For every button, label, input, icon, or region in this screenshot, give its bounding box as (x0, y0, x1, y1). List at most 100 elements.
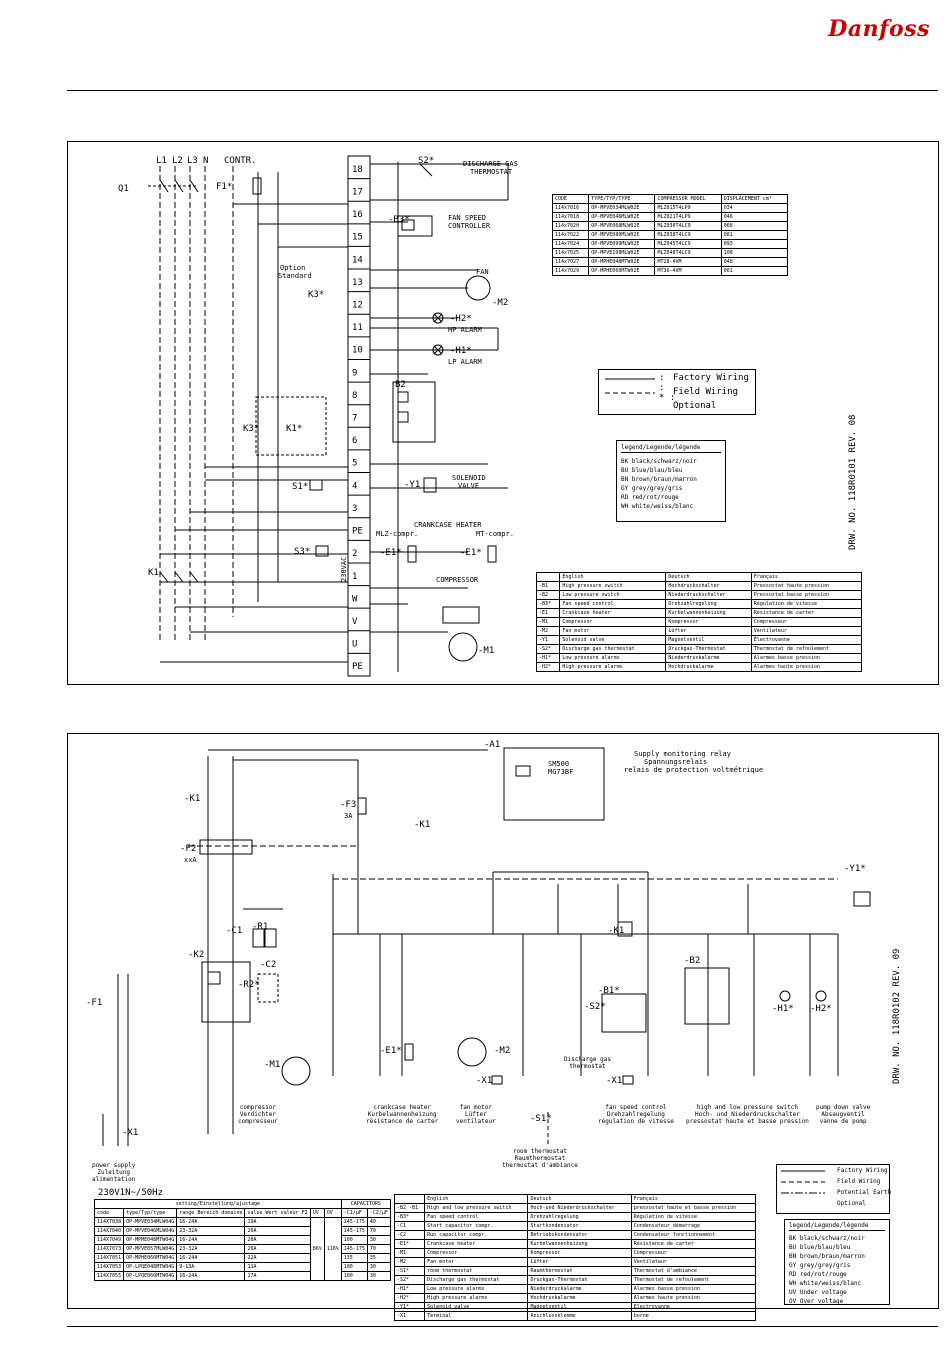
component-table-1-cell: Niederdruckschalter (665, 590, 752, 600)
label-230vac: 230VAC (340, 556, 348, 582)
color-legend-1-row: RD red/rot/rouge (621, 494, 679, 501)
color-legend-1-row: BN brown/braun/marron (621, 476, 697, 483)
setting-cell: 100 (340, 1235, 368, 1245)
setting-cell: 22A (244, 1253, 311, 1263)
component-table-2-cell: -E1* (393, 1239, 426, 1249)
component-table-2-cell: Hoch-und Niederdruckschalter (527, 1203, 632, 1213)
terminal-label: V (352, 617, 358, 627)
setting-header: value Wert valeur F2 (244, 1208, 311, 1218)
color-legend-2-row: RD red/rot/rouge (789, 1271, 847, 1278)
color-legend-2-row: BU blue/blau/bleu (789, 1244, 851, 1251)
caption-pumpdown-en: pump down valve (816, 1104, 871, 1111)
component-table-2-cell: -B2 -B1 (393, 1203, 426, 1213)
color-legend-1-row: BU blue/blau/bleu (621, 467, 683, 474)
legend2-earth: Potential Earth (837, 1189, 892, 1196)
setting-cell: 145-175 (340, 1244, 368, 1254)
component-table-2-cell: Kurbelwannenheizung (527, 1239, 632, 1249)
component-table-1-cell: Kurbelwannenheizung (665, 608, 752, 618)
terminal-label: 4 (352, 481, 357, 491)
label-r1: -R1 (252, 922, 269, 932)
terminal-label: U (352, 640, 357, 650)
relay-name: SM500 (548, 760, 570, 768)
label-y1: -Y1 (404, 480, 421, 490)
terminal-label: 8 (352, 391, 357, 401)
setting-cell: 35 (366, 1253, 391, 1263)
caption-hlp: high and low pressure switch Hoch- und N… (686, 1104, 809, 1125)
setting-cell: 114X7053 (93, 1262, 125, 1272)
setting-cell: OP-MPVE034MLW04G (123, 1217, 178, 1227)
relay-desc-1: Supply monitoring relay (634, 750, 731, 758)
component-table-2-cell: Drehzahlregelung (527, 1212, 632, 1222)
component-table-1-cell: Ventilateur (750, 626, 863, 636)
caption-power-fr: alimentation (92, 1176, 136, 1183)
color-legend-2-row: BK black/schwarz/noir (789, 1235, 865, 1242)
wiring-legend-2: Factory Wiring Field Wiring Potential Ea… (776, 1164, 892, 1214)
model-table-header: CODE (551, 194, 590, 204)
terminal-label: 13 (352, 278, 363, 288)
label-k1: -K1 (184, 794, 201, 804)
danfoss-logo: Danfoss (828, 16, 930, 42)
setting-cell: 114X7073 (93, 1244, 125, 1254)
caption-fan: fan motor Lüfter ventilateur (456, 1104, 496, 1125)
caption-discharge: Discharge gas thermostat (564, 1056, 611, 1070)
model-table-cell: 068 (720, 221, 789, 231)
terminal-label: 10 (352, 346, 363, 356)
component-table-2-cell: -S2* (393, 1275, 426, 1285)
component-table-2-cell: Fan speed control (424, 1212, 529, 1222)
setting-cell: 114X7049 (93, 1235, 125, 1245)
setting-cell: OP-MPHE060MTW04G (123, 1253, 178, 1263)
label-r2: -R2* (238, 980, 260, 990)
color-legend-2: legend/Legende/légende BK black/schwarz/… (784, 1219, 890, 1305)
component-table-1-cell: Électrovanne (750, 635, 863, 645)
supply-label-contr: CONTR. (224, 156, 257, 166)
caption-power-en: power supply (92, 1162, 136, 1169)
caption-crankcase: crankcase heater Kurbelwannenheizung rés… (366, 1104, 438, 1125)
component-table-2-cell: Condensateur fonctionnement (630, 1230, 757, 1240)
component-table-2-header: English (424, 1194, 529, 1204)
model-table-cell: OP-MPVE108MLW02E (588, 248, 656, 258)
label-h1: -H1* (450, 346, 472, 356)
setting-cell: 145-175 (340, 1226, 368, 1236)
caption-fanspeed: fan speed control Drehzahlregelung régul… (598, 1104, 674, 1125)
color-legend-1: legend/Legende/légende BK black/schwarz/… (616, 440, 726, 522)
caption-power-de: Zuleitung (97, 1169, 130, 1176)
setting-cell: 114X7038 (93, 1217, 125, 1227)
component-table-2-cell: Fan motor (424, 1257, 529, 1267)
terminal-label: 7 (352, 414, 357, 424)
legend-optional: Optional (673, 401, 717, 411)
terminal-label: PE (352, 662, 363, 672)
setting-cell: 30 (366, 1235, 391, 1245)
label-xxa: xxA (184, 856, 197, 864)
setting-cell: OP-MPME048MTW04G (123, 1235, 178, 1245)
setting-cell: 16-24A (176, 1235, 246, 1245)
annot-discharge: DISCHARGE GAS (463, 160, 518, 168)
component-table-2-cell: Compressor (424, 1248, 529, 1258)
component-table-1-header: Deutsch (665, 572, 752, 582)
component-table-1-cell: Solenoid valve (559, 635, 667, 645)
label-h1: -H1* (772, 1004, 794, 1014)
annot-solenoid: SOLENOID (452, 474, 486, 482)
component-table-2-header (393, 1194, 426, 1204)
label-x1c: -X1 (122, 1128, 139, 1138)
annot-hp-alarm: HP ALARM (448, 326, 482, 334)
component-table-1-cell: Kompressor (665, 617, 752, 627)
label-m2: -M2 (494, 1046, 511, 1056)
component-table-2-cell: Startkondensator (527, 1221, 632, 1231)
component-table-2-cell: -H2* (393, 1293, 426, 1303)
wiring-legend-1: Factory Wiring Field Wiring Optional ::*… (598, 369, 756, 415)
setting-uv: 86% (309, 1217, 325, 1281)
terminal-label: 18 (352, 165, 363, 175)
color-legend-2-row: UV Under voltage (789, 1289, 847, 1296)
component-table-1-cell: -B1 (535, 581, 561, 591)
